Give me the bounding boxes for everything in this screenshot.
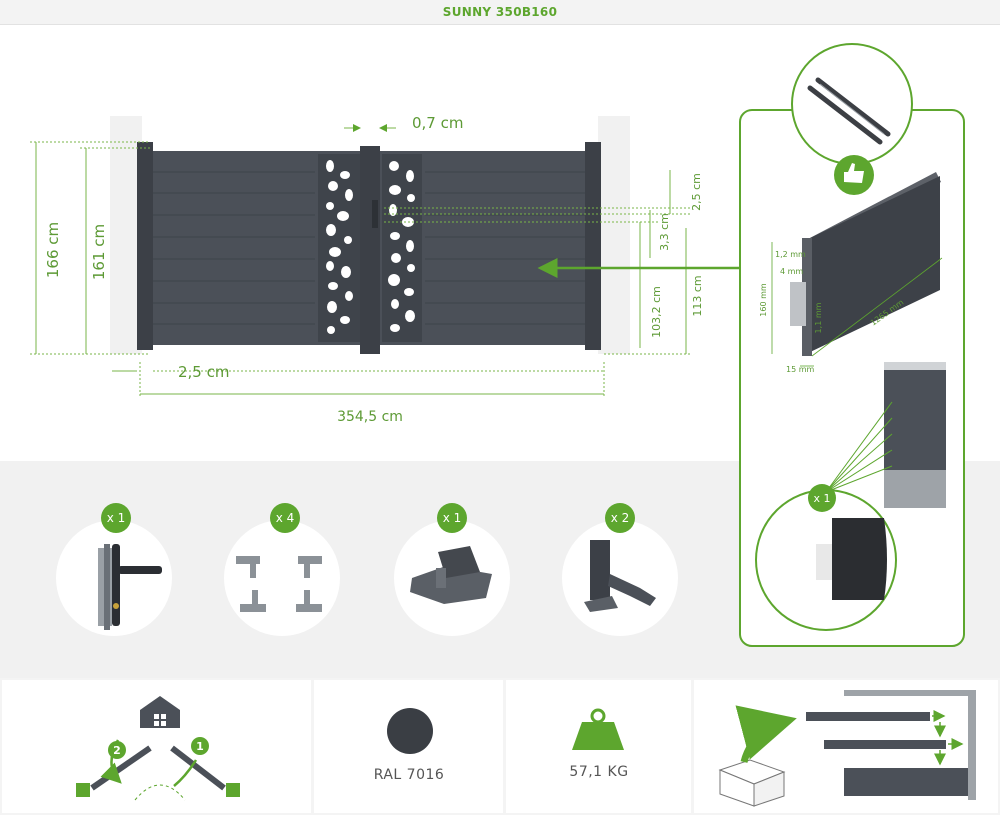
assembly-icon — [718, 690, 976, 807]
dim-right-3-3: 3,3 cm — [658, 213, 671, 251]
accessory-ground-stop: x 1 — [394, 503, 510, 636]
decor-stone-pattern — [326, 160, 415, 334]
profile-dim-1-1: 1,1 mm — [814, 302, 823, 333]
opening-step-1: 1 — [196, 740, 204, 753]
endcap-qty: x 1 — [813, 492, 830, 505]
accessory-hinges: x 4 — [224, 503, 340, 636]
weight-label: 57,1 KG — [569, 764, 629, 780]
dim-right-113: 113 cm — [691, 275, 704, 316]
slat-pointer-lines — [825, 401, 893, 493]
profile-slat-3d — [806, 176, 940, 354]
color-label: RAL 7016 — [373, 767, 445, 783]
profile-dim-1-2: 1,2 mm — [775, 250, 806, 259]
opening-step-2: 2 — [113, 744, 121, 757]
profile-cross-section — [802, 238, 812, 356]
profile-dim-4: 4 mm — [780, 267, 803, 276]
thumbs-up-icon — [844, 163, 864, 183]
right-pillar — [598, 116, 630, 354]
color-swatch — [387, 708, 433, 754]
decor-panel-left — [318, 154, 360, 342]
profile-dims — [771, 242, 943, 367]
weight-icon — [572, 708, 624, 750]
dim-bottom-gap: 2,5 cm — [178, 363, 229, 381]
endcap-profile-icon — [832, 518, 887, 600]
dim-height-inner: 161 cm — [90, 224, 108, 280]
left-post — [137, 142, 153, 350]
dim-height-outer: 166 cm — [44, 222, 62, 278]
gate-handle — [372, 200, 378, 228]
dimension-lines — [30, 124, 690, 398]
accessory-qty-3: x 1 — [443, 511, 462, 525]
dim-total-width: 354,5 cm — [337, 409, 403, 425]
right-post — [585, 142, 601, 350]
product-title: SUNNY 350B160 — [442, 5, 558, 19]
gate-slat-lines — [153, 171, 585, 325]
dim-right-103-2: 103,2 cm — [650, 286, 663, 338]
right-leaf-swing — [170, 745, 226, 791]
accessory-qty-2: x 4 — [276, 511, 295, 525]
accessory-qty-1: x 1 — [107, 511, 126, 525]
dim-right-2-5: 2,5 cm — [690, 173, 703, 211]
endcap-qty-badge — [808, 484, 836, 512]
screws-icon — [807, 77, 891, 145]
left-post-icon — [76, 783, 90, 797]
profile-dim-15: 15 mm — [786, 365, 815, 374]
decor-panel-right — [382, 154, 422, 342]
title-bar: SUNNY 350B160 — [0, 0, 1000, 25]
hinges-icon — [236, 556, 322, 612]
left-pillar — [110, 116, 142, 354]
accessory-qty-4: x 2 — [611, 511, 630, 525]
opening-diagram — [76, 696, 240, 801]
dim-gap-top: 0,7 cm — [412, 114, 463, 132]
house-icon — [140, 696, 180, 728]
slat-base-rail — [884, 470, 946, 508]
latch-icon — [584, 540, 656, 612]
center-stile — [360, 146, 380, 354]
ground-stop-icon — [410, 546, 492, 604]
right-post-icon — [226, 783, 240, 797]
gate-drawing — [110, 116, 630, 354]
profile-detail-box: 1,2 mm 4 mm 160 mm 1,1 mm 15 mm 1265 mm … — [739, 43, 965, 647]
handle-lock-icon — [98, 544, 162, 630]
accessory-handle: x 1 — [56, 503, 172, 636]
profile-insert — [790, 282, 806, 326]
profile-dim-160: 160 mm — [759, 283, 768, 317]
accessory-latch: x 2 — [562, 503, 678, 636]
